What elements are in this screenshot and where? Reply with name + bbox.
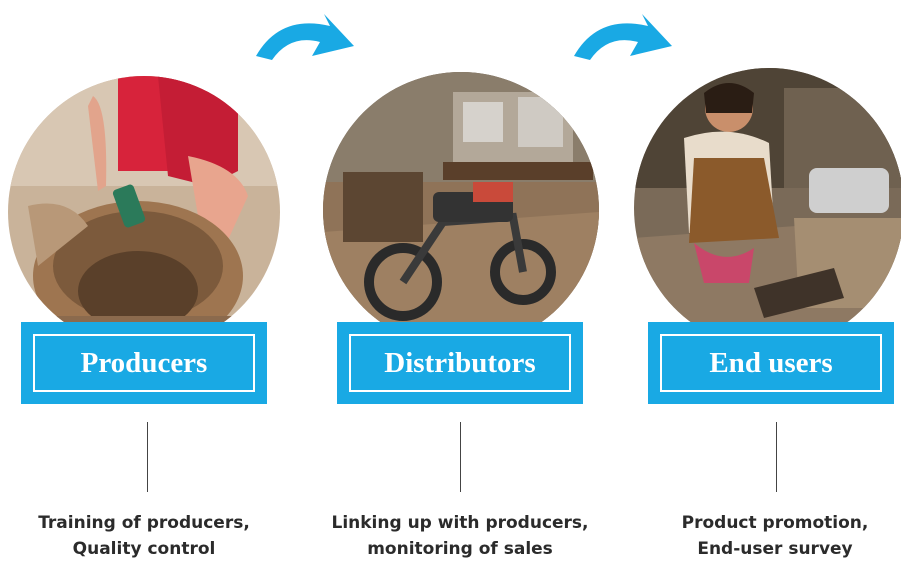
producers-label: Producers	[33, 334, 255, 392]
distributors-label-box: Distributors	[337, 322, 583, 404]
end-users-caption: Product promotion, End-user survey	[625, 510, 901, 562]
end-users-caption-line-2: End-user survey	[697, 539, 853, 559]
distributors-label: Distributors	[349, 334, 571, 392]
producers-caption-line-2: Quality control	[72, 539, 216, 559]
producers-caption: Training of producers, Quality control	[0, 510, 294, 562]
distributors-connector-line	[460, 422, 461, 492]
producers-connector-line	[147, 422, 148, 492]
distributor-photo	[323, 72, 599, 348]
curved-arrow-right-icon	[574, 14, 672, 60]
producers-label-box: Producers	[21, 322, 267, 404]
distributors-caption: Linking up with producers, monitoring of…	[310, 510, 610, 562]
producers-caption-line-1: Training of producers,	[38, 513, 250, 533]
end-users-label-box: End users	[648, 322, 894, 404]
distributors-caption-line-2: monitoring of sales	[367, 539, 553, 559]
distributors-caption-line-1: Linking up with producers,	[331, 513, 589, 533]
end-user-photo	[634, 68, 901, 348]
end-users-connector-line	[776, 422, 777, 492]
curved-arrow-right-icon	[256, 14, 354, 60]
end-users-caption-line-1: Product promotion,	[681, 513, 869, 533]
producer-photo	[8, 76, 280, 348]
end-users-label: End users	[660, 334, 882, 392]
